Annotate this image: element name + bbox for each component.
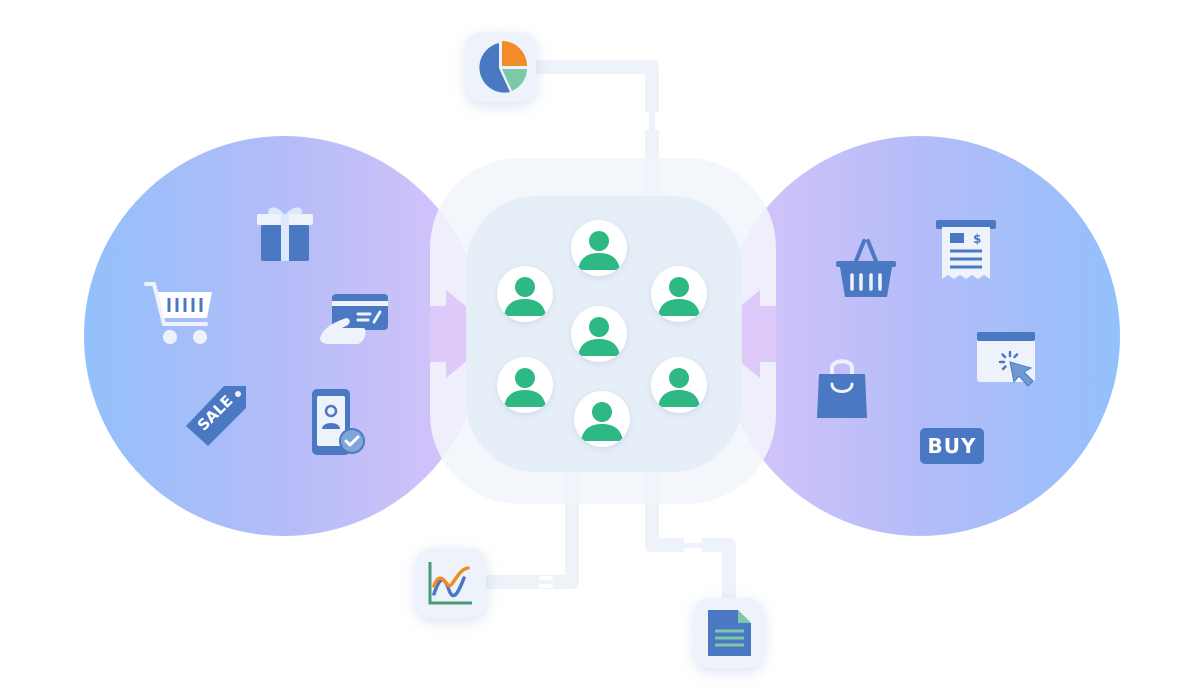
line-chart-icon (428, 562, 472, 605)
web-click-icon (976, 330, 1042, 396)
person-avatar (651, 357, 707, 413)
person-avatar (571, 306, 627, 362)
receipt-icon: $ (936, 219, 996, 283)
receipt-dollar-symbol: $ (973, 232, 981, 246)
buy-button-icon: BUY (920, 428, 984, 464)
mobile-profile-verified-icon (310, 387, 370, 459)
right-circle (720, 136, 1120, 536)
pie-chart-node (466, 32, 536, 102)
connector-document (645, 470, 736, 603)
buy-label: BUY (927, 434, 977, 458)
document-node (694, 598, 764, 668)
person-avatar (651, 266, 707, 322)
gift-icon (255, 199, 315, 263)
person-avatar (497, 357, 553, 413)
line-chart-node (416, 548, 486, 618)
shopping-cart-icon (144, 280, 216, 346)
person-avatar (574, 391, 630, 447)
pie-chart-icon (479, 41, 527, 93)
credit-card-payment-icon (318, 292, 390, 348)
left-circle (84, 136, 484, 536)
person-avatar (497, 266, 553, 322)
shopping-bag-icon (815, 356, 869, 420)
person-avatar (571, 220, 627, 276)
document-icon (708, 610, 751, 656)
connector-line-chart (486, 470, 579, 589)
connector-pie (532, 60, 659, 200)
shopping-basket-icon (834, 237, 898, 299)
left-arrow (430, 290, 500, 378)
